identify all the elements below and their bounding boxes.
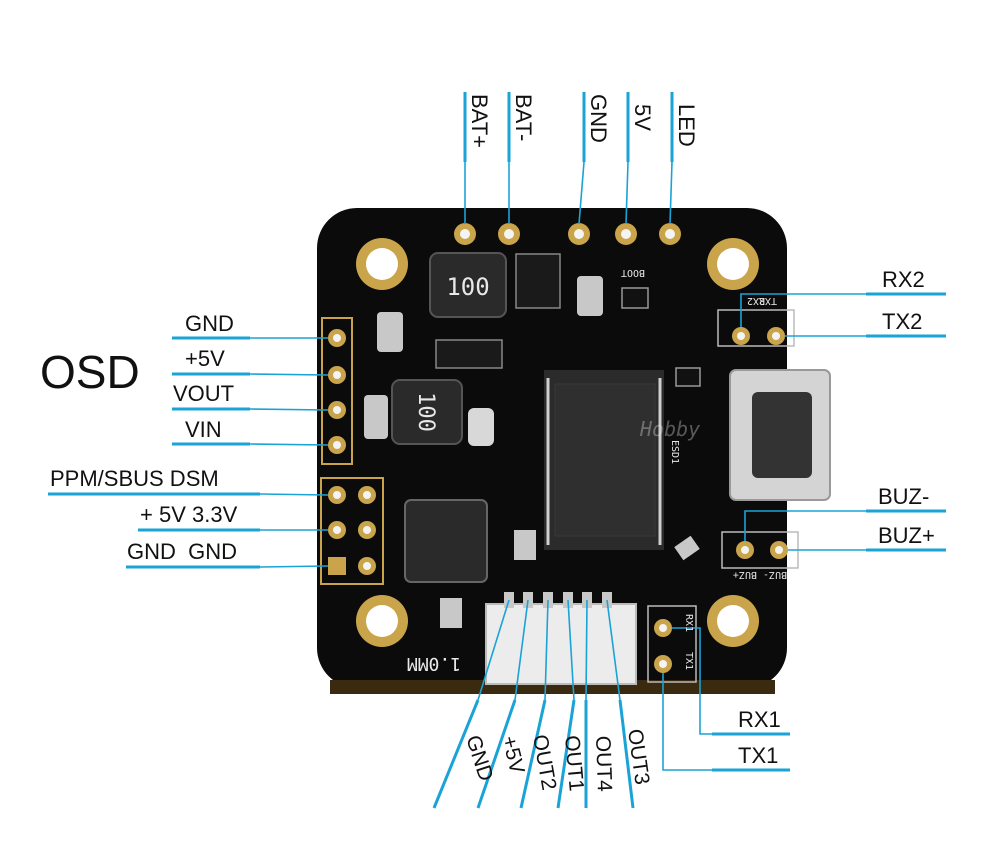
top-pin-labels: BAT+ BAT- GND 5V LED [467,94,699,148]
right-pin-label: BUZ- [878,484,929,509]
top-pin-label: GND [586,94,611,143]
tx1-silk: TX1 [683,652,694,670]
flight-controller-board: 100 100 [317,208,831,694]
bottom-pin-label: OUT1 [560,734,588,792]
buz-silk: BUZ- BUZ+ [733,569,787,580]
bottom-pin-label: GND [461,732,497,783]
bottom-pin-label: +5V [497,734,528,776]
right-pin-labels: RX2 TX2 BUZ- BUZ+ RX1 TX1 [738,267,935,768]
bottom-pin-label: OUT2 [528,733,560,792]
bottom-pin-label: OUT4 [591,735,616,792]
osd-pin-label: VOUT [173,381,234,406]
tx2-silk: TX2 [759,295,777,306]
right-pin-label: RX1 [738,707,781,732]
right-pin-label: BUZ+ [878,523,935,548]
left-osd-pin-labels: GND +5V VOUT VIN [173,311,234,442]
usb-port-icon [729,369,831,501]
watermark: Hobby [639,417,700,441]
top-pin-label: LED [674,104,699,147]
right-pin-label: RX2 [882,267,925,292]
top-pads [454,223,681,245]
mcu-chip [544,370,664,550]
mounting-hole-icon [356,238,759,647]
right-pin-label: TX1 [738,743,778,768]
rx-pin-label: + 5V 3.3V [140,502,238,527]
right-pads: RX2 BUZ- BUZ+ [647,295,799,683]
rx1-silk: RX1 [683,614,694,632]
left-rx-pin-labels: PPM/SBUS DSM + 5V 3.3V GND GND [50,466,238,564]
top-pin-label: BAT- [511,94,536,141]
inductor-mid-label: 100 [413,392,438,432]
osd-pin-label: VIN [185,417,222,442]
rx2-silk: RX2 [747,295,765,306]
bottom-pin-label: OUT3 [623,727,654,786]
smd-components [364,253,701,628]
top-pin-label: BAT+ [467,94,492,148]
osd-pin-label: GND [185,311,234,336]
top-pin-label: 5V [630,104,655,131]
callout-lines [48,92,946,809]
inductor-top-label: 100 [446,273,489,301]
rx-pin-label: GND GND [127,539,237,564]
inductor-mid: 100 [391,379,463,445]
esd-silk: ESD1 [669,440,680,464]
boot-silk: BOOT [621,267,645,278]
osd-title: OSD [40,346,140,398]
right-pin-label: TX2 [882,309,922,334]
gyro-chip [404,499,488,583]
left-header-pads [320,317,384,585]
rx-pin-label: PPM/SBUS DSM [50,466,219,491]
bottom-pin-labels: GND +5V OUT2 OUT1 OUT4 OUT3 [461,727,653,792]
connector-silk: 1.0MM [407,653,461,674]
inductor-top: 100 [429,252,507,318]
osd-pin-label: +5V [185,346,225,371]
